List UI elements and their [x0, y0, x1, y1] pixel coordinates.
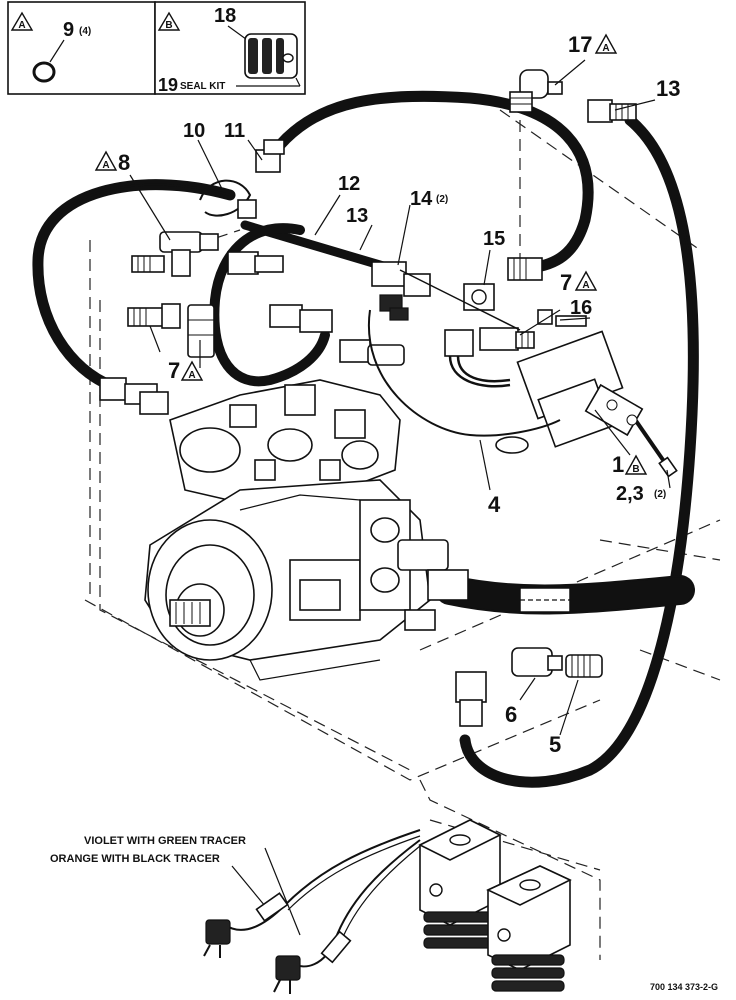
wire-label-orange: ORANGE WITH BLACK TRACER	[50, 853, 220, 865]
connector-plug-1	[203, 919, 231, 958]
hose-end-11	[255, 139, 285, 173]
callout-2-3: 2,3	[616, 483, 644, 505]
adapter-fitting-7-right	[479, 327, 535, 351]
fittings	[99, 69, 678, 727]
wiring-detail: VIOLET WITH GREEN TRACER ORANGE WITH BLA…	[50, 819, 572, 994]
o-ring-icon	[32, 61, 56, 83]
callout-8: 8	[118, 150, 130, 175]
inset-b-callout: 18	[214, 5, 236, 27]
seal-kit-callout: 19	[158, 75, 178, 95]
inset-a: A 9 (4)	[7, 1, 156, 95]
wire-label-violet: VIOLET WITH GREEN TRACER	[84, 835, 246, 847]
hose-loop-lower	[209, 223, 330, 387]
wire-orange	[289, 839, 421, 968]
seal-kit-label: SEAL KIT	[180, 81, 225, 92]
coupler-6	[511, 647, 563, 677]
callout-16: 16	[570, 297, 592, 319]
hoses	[32, 90, 699, 788]
elbow-fitting-17	[509, 69, 563, 113]
wire-4	[367, 309, 561, 437]
inset-a-qty: (4)	[79, 26, 91, 37]
inset-a-callout: 9	[63, 19, 74, 41]
callout-14: 14	[410, 188, 433, 210]
callout-17: 17	[568, 32, 592, 57]
callout-13-top: 13	[656, 76, 680, 101]
seal-kit-coil-icon	[244, 33, 298, 79]
callout-7-right: 7	[560, 270, 572, 295]
callout-14-qty: (2)	[436, 194, 448, 205]
callout-7-left: 7	[168, 358, 180, 383]
callout-12: 12	[338, 173, 360, 195]
hose-12	[274, 90, 594, 274]
wire-violet	[224, 829, 421, 931]
note-triangle-b	[157, 11, 181, 31]
hydraulic-pump	[144, 479, 469, 681]
adapter-fitting-7-left	[127, 303, 181, 329]
callout-5: 5	[549, 732, 561, 757]
callout-10: 10	[183, 120, 205, 142]
inset-b: B 18 19 SEAL KIT	[154, 1, 306, 95]
callout-1-note: B	[632, 464, 639, 475]
nut-15	[463, 283, 495, 311]
callout-6: 6	[505, 702, 517, 727]
inset-a-note: A	[18, 20, 25, 31]
callout-15: 15	[483, 228, 505, 250]
leader-lines	[129, 59, 671, 736]
callout-7-right-note: A	[582, 280, 589, 291]
tee-fitting-8	[131, 231, 219, 277]
callout-2-3-qty: (2)	[654, 489, 666, 500]
bracket-16	[537, 309, 587, 327]
clamp-14	[371, 261, 431, 321]
callout-7-left-note: A	[188, 370, 195, 381]
hose-nut-center	[227, 251, 259, 275]
callout-1: 1	[612, 452, 624, 477]
inset-b-note: B	[165, 20, 172, 31]
callout-17-note: A	[602, 43, 609, 54]
callout-11: 11	[224, 120, 245, 142]
spring-5	[565, 654, 603, 678]
callout-labels: 17 A 13 10 11 A 8 12 13 14 (2) 15 7 A 16…	[94, 32, 680, 757]
solenoid-coil-lower	[486, 865, 572, 992]
solenoid-valve-1	[444, 329, 644, 454]
hose-nut-13-top	[587, 99, 637, 123]
callout-8-note: A	[102, 160, 109, 171]
callout-13-mid: 13	[346, 205, 368, 227]
swivel-fitting	[187, 304, 215, 358]
note-triangle-a	[10, 11, 34, 31]
connector-plug-2	[273, 955, 301, 994]
drawing-number: 700 134 373-2-G	[650, 982, 718, 992]
callout-4: 4	[488, 492, 501, 517]
valve-block	[169, 379, 401, 506]
cable-tie-10	[199, 179, 252, 217]
